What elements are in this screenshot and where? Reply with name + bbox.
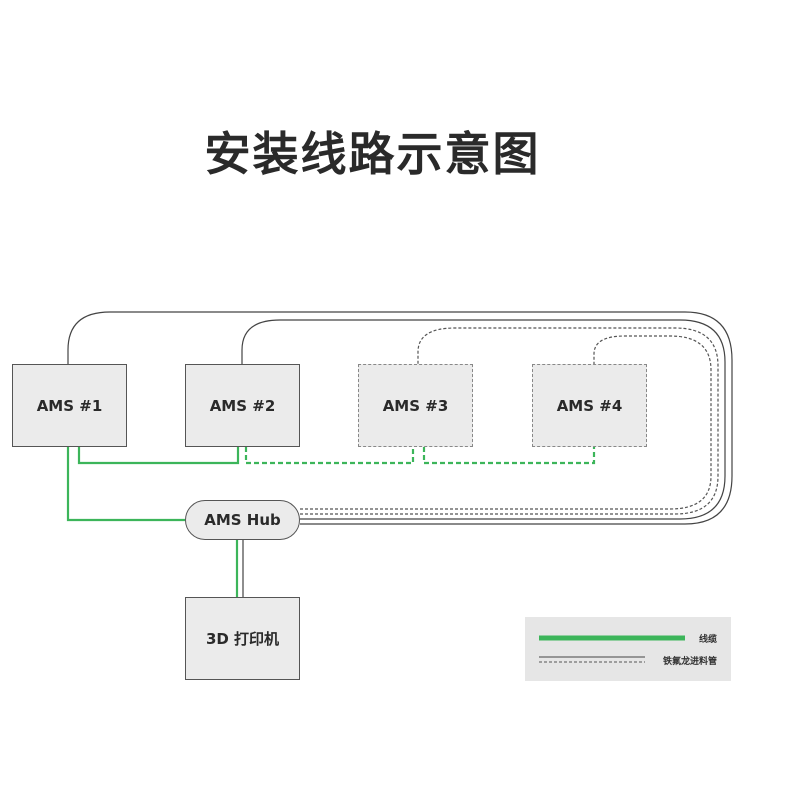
ptfe-tube-outer xyxy=(67,311,733,525)
legend-tube-label: 铁氟龙进料管 xyxy=(662,657,717,667)
ams-3-label: AMS #3 xyxy=(382,396,449,415)
ptfe-tube-ams4 xyxy=(300,335,712,510)
ams-3-unit: AMS #3 xyxy=(358,364,473,447)
legend: 线缆 铁氟龙进料管 xyxy=(525,617,731,681)
ams-hub: AMS Hub xyxy=(185,500,300,540)
cable-ams2-ams3 xyxy=(244,447,415,465)
ams-4-label: AMS #4 xyxy=(556,396,623,415)
printer-label: 3D 打印机 xyxy=(205,630,280,648)
legend-swatches xyxy=(539,635,685,663)
ptfe-tube-ams2 xyxy=(241,319,726,520)
ams-1-label: AMS #1 xyxy=(36,396,103,415)
ams-4-unit: AMS #4 xyxy=(532,364,647,447)
legend-cable-label: 线缆 xyxy=(698,635,717,645)
cable-ams1-ams2 xyxy=(77,447,240,465)
ams-2-label: AMS #2 xyxy=(209,396,276,415)
ams-hub-label: AMS Hub xyxy=(204,511,281,529)
printer-unit: 3D 打印机 xyxy=(185,597,300,680)
ams-1-unit: AMS #1 xyxy=(12,364,127,447)
cable-ams3-ams4 xyxy=(422,447,596,465)
cable-ams1-hub xyxy=(66,447,185,522)
diagram-title: 安装线路示意图 xyxy=(204,127,541,181)
ams-2-unit: AMS #2 xyxy=(185,364,300,447)
ptfe-tube-ams3 xyxy=(300,327,719,515)
